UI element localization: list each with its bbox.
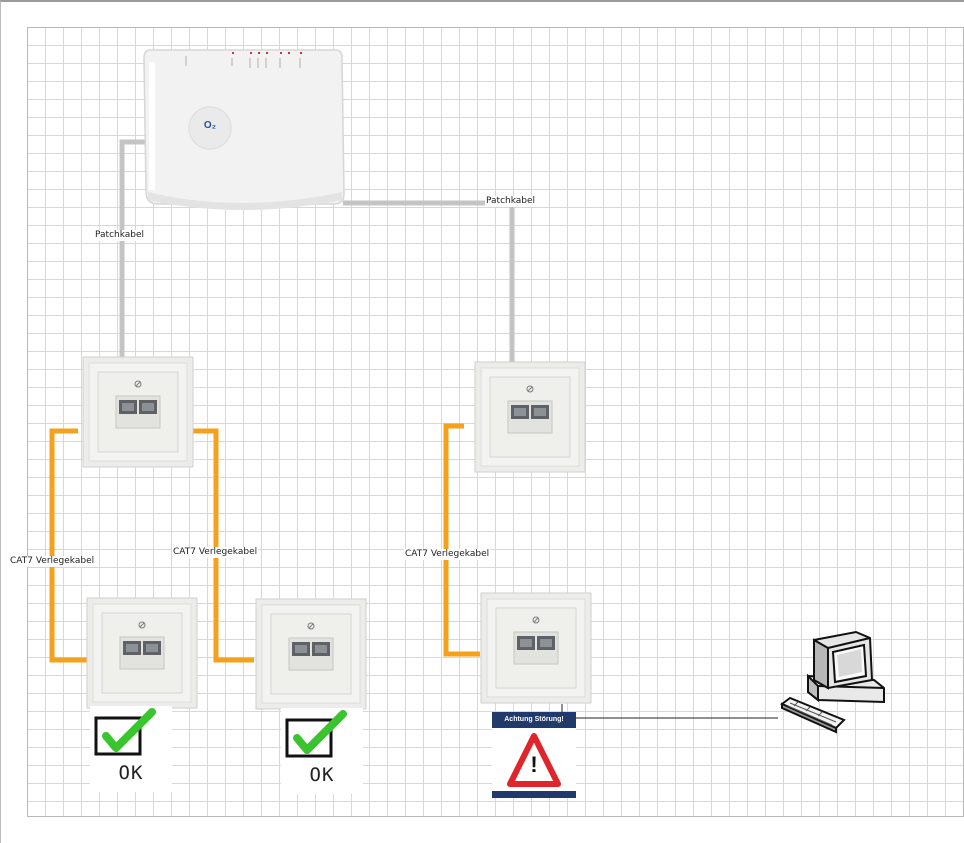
warning-triangle-icon	[507, 733, 561, 787]
checkmark-icon	[94, 708, 156, 756]
computer-icon	[780, 630, 885, 734]
warning-footer-bar	[492, 791, 576, 798]
network-socket-bottom-left	[86, 597, 198, 709]
router: O₂	[140, 42, 346, 220]
router-icon	[143, 49, 345, 210]
router-brand-logo: O₂	[203, 120, 217, 131]
network-socket-top-left	[82, 356, 194, 468]
network-socket-icon	[480, 592, 592, 704]
network-socket-icon	[255, 598, 367, 710]
patch-cable-left-label: Patchkabel	[94, 230, 146, 241]
cat7-cable-left-label: CAT7 Verlegekabel	[9, 556, 96, 567]
warning-exclamation: !	[530, 752, 538, 777]
network-socket-top-right	[474, 361, 586, 473]
patch-cable-right	[343, 200, 515, 372]
network-socket-icon	[82, 356, 194, 468]
cat7-cable-middle-label: CAT7 Verlegekabel	[172, 547, 259, 558]
network-socket-bottom-right	[480, 592, 592, 704]
ok-status-text-1: OK	[118, 762, 144, 784]
ok-status-badge-2: OK	[281, 708, 363, 794]
patch-cable-left	[119, 139, 153, 360]
network-socket-icon	[474, 361, 586, 473]
patch-cable-right-label: Patchkabel	[485, 196, 537, 207]
cat7-cable-right	[443, 423, 480, 657]
cat7-cable-left	[49, 428, 92, 663]
ok-status-badge-1: OK	[90, 706, 172, 792]
cat7-cable-middle	[190, 428, 254, 663]
cat7-cable-right-label: CAT7 Verlegekabel	[404, 549, 491, 560]
checkmark-icon	[285, 710, 347, 758]
ok-status-text-2: OK	[309, 764, 335, 786]
computer	[778, 628, 888, 734]
network-socket-icon	[86, 597, 198, 709]
warning-sign: Achtung Störung! !	[492, 712, 576, 798]
network-socket-bottom-middle	[255, 598, 367, 710]
warning-title: Achtung Störung!	[492, 712, 576, 728]
